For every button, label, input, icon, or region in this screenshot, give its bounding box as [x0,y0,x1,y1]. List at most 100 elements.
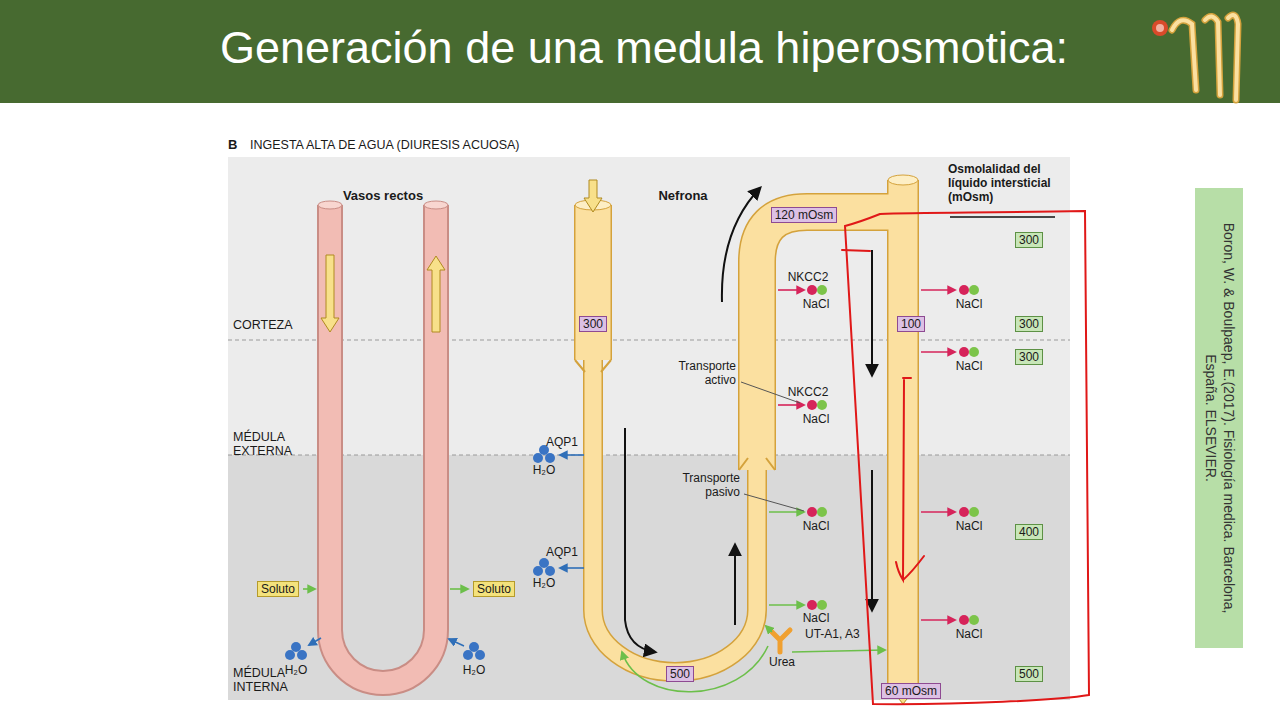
nephron-tubule [757,212,892,470]
ion-label: NaCl [803,298,830,312]
nephron-tubule [888,175,918,185]
water-molecule [285,650,295,660]
urea-symbol [770,630,790,652]
ion-dot [817,400,827,410]
ion-dot [969,347,979,357]
water-arrow [560,567,584,569]
vasa-recta [318,201,342,209]
nacl-transport [921,511,955,513]
molecule-name: Urea [769,656,795,670]
osmolality-box: 500 [666,666,694,682]
solute-box: Soluto [257,581,299,597]
ion-dot [807,400,817,410]
solute-arrow [303,588,315,590]
vasa-recta [321,255,339,332]
ion-dot [959,507,969,517]
ion-label: NaCl [803,612,830,626]
nacl-transport [769,511,804,513]
water-arrow [449,639,464,646]
water-molecule [539,558,549,568]
ion-dot [807,285,979,625]
ion-label: NaCl [956,520,983,534]
zone-name: CORTEZA [233,318,293,332]
vasa-recta [330,205,436,683]
water-arrow [560,454,584,456]
osmolality-box: 60 mOsm [881,683,941,699]
interstitial-value: 500 [1015,666,1043,682]
nephron-tubule [584,180,602,212]
panel-letter: B [228,138,237,153]
header-rule [950,216,1055,218]
column-heading: Osmolalidad del líquido intersticial (mO… [948,163,1073,204]
nacl-transport [921,351,955,353]
box-text: Boron, W. & Boulpaep, E.(2017). Fisiolog… [1202,218,1237,618]
water-molecule [297,650,307,660]
nacl-transport [921,619,955,621]
nephron-icon [1172,15,1238,100]
hand-annotation [842,250,870,251]
ion-label: NaCl [956,298,983,312]
transport-note: Transporte activo [656,360,736,388]
osmolality-box: 100 [897,316,925,332]
urea-arrow [792,650,885,652]
structure-name: Vasos rectos [343,189,423,204]
vasa-recta [427,256,445,332]
nephron-tubule [575,175,918,704]
nephron-icon [1172,15,1238,100]
nephron-tubule [593,355,757,672]
nephron-tubule [757,212,892,470]
water-molecule [533,453,543,463]
water-molecule [533,566,543,576]
box-text: Soluto [261,582,295,596]
nacl-transport [778,404,804,406]
flow-arrow [734,545,736,625]
nephron-tubule [574,205,612,360]
ion-dot [959,615,969,625]
ion-dot [969,507,979,517]
transporter-name: NKCC2 [788,271,829,285]
ion-dot [807,507,817,517]
box-text: 120 mOsm [775,208,834,222]
solute-box: Soluto [473,581,515,597]
water-label: H₂O [285,664,308,678]
nephron-icon [1152,15,1238,100]
vasa-recta [330,205,436,683]
water-molecule [475,650,485,660]
ion-label: NaCl [803,413,830,427]
urea-arrow [622,626,885,692]
leader-line [741,382,804,511]
nephron-tubule [593,355,757,672]
urea-arrow [766,626,772,632]
vasa-recta [424,201,448,209]
water-molecule [463,650,473,660]
channel-name: AQP1 [546,436,578,450]
interstitial-value: 400 [1015,524,1043,540]
water-molecule [469,642,479,652]
ion-dot [807,600,817,610]
box-text: 500 [1019,667,1039,681]
box-text: 100 [901,317,921,331]
vasa-recta [318,201,448,683]
nephron-tubule [576,205,611,360]
nacl-transport [769,604,804,606]
interstitial-value: 300 [1015,316,1043,332]
nephron-icon [1156,24,1164,32]
urea-symbol [770,630,790,652]
ion-dot [969,285,979,295]
slide-title: Generación de una medula hiperosmotica: [0,22,1280,74]
interstitial-value: 300 [1015,349,1043,365]
zone-background [228,157,1070,455]
box-text: Soluto [477,582,511,596]
zone-name: MÉDULA INTERNA [233,666,313,695]
structure-name: Nefrona [658,189,707,204]
flow-arrow [722,188,760,302]
flow-arrow [871,250,873,375]
water-label: H₂O [533,577,556,591]
zone-background [228,340,1070,341]
transporter-name: UT-A1, A3 [805,628,860,642]
transport-note: Transporte pasivo [660,472,740,500]
flow-arrow [871,470,873,610]
water-arrow [309,638,321,645]
